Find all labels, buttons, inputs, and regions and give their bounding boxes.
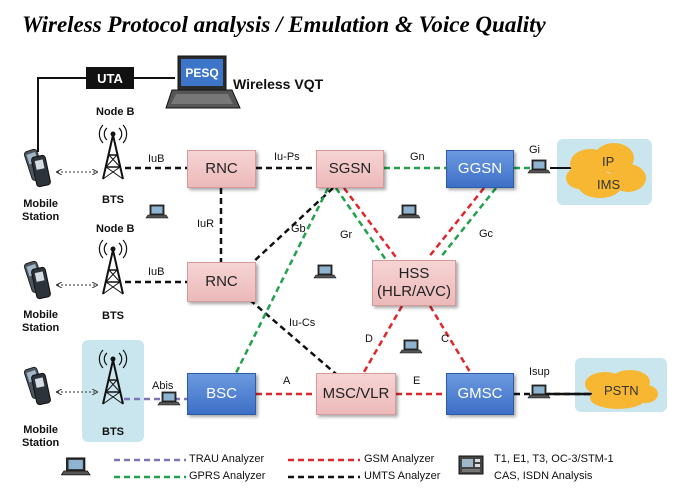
rnc-node-2[interactable]: RNC bbox=[187, 262, 256, 302]
legend-analyzer-device-icon bbox=[458, 455, 484, 475]
analyzer-laptop-icon bbox=[145, 204, 169, 219]
pesq-label: PESQ bbox=[185, 66, 218, 80]
mobile-station-icon bbox=[23, 148, 52, 188]
mobile-station-icon bbox=[23, 260, 52, 300]
hss-node-sublabel: (HLR/AVC) bbox=[377, 283, 451, 300]
interface-label-d: D bbox=[365, 333, 373, 345]
rnc-sgsn-link bbox=[250, 187, 334, 265]
bsc-node[interactable]: BSC bbox=[187, 373, 256, 415]
interface-label-e: E bbox=[413, 375, 421, 387]
legend-laptop-icon bbox=[60, 457, 91, 476]
interface-label-abis: Abis bbox=[152, 380, 174, 392]
pstn-cloud-icon bbox=[585, 370, 658, 409]
interface-label-iucs: Iu-Cs bbox=[289, 317, 316, 329]
sgsn-node-label: SGSN bbox=[328, 160, 372, 177]
legend-umts-text: UMTS Analyzer bbox=[364, 470, 441, 482]
interface-label-gr: Gr bbox=[340, 229, 353, 241]
hss-node[interactable]: HSS (HLR/AVC) bbox=[372, 260, 456, 306]
analyzer-laptop-icon bbox=[313, 264, 337, 279]
hss-node-label: HSS bbox=[398, 265, 430, 282]
gc-link bbox=[439, 187, 497, 259]
wireless-vqt-label: Wireless VQT bbox=[233, 76, 324, 92]
interface-label-gn: Gn bbox=[410, 151, 425, 163]
analyzer-laptop-icon bbox=[527, 159, 551, 174]
ggsn-node-label: GGSN bbox=[457, 160, 503, 177]
bts-label: BTS bbox=[102, 426, 124, 438]
interface-label-gc: Gc bbox=[479, 228, 494, 240]
uta-cable bbox=[37, 77, 86, 152]
gmsc-node[interactable]: GMSC bbox=[446, 373, 514, 415]
rnc-node-2-label: RNC bbox=[205, 273, 238, 290]
bts-tower-icon bbox=[98, 124, 128, 180]
legend-gprs-text: GPRS Analyzer bbox=[189, 470, 266, 482]
bts-tower-icon bbox=[98, 349, 128, 405]
sgsn-node[interactable]: SGSN bbox=[316, 150, 384, 188]
d-link bbox=[362, 305, 404, 373]
legend-cas-text: CAS, ISDN Analysis bbox=[494, 470, 593, 482]
ims-cloud-label: IMS bbox=[597, 177, 621, 192]
legend-gsm-text: GSM Analyzer bbox=[364, 453, 435, 465]
interface-label-iub: IuB bbox=[148, 266, 165, 278]
mobile-station-icon bbox=[23, 366, 52, 406]
interface-label-gb: Gb bbox=[291, 223, 306, 235]
interface-label-isup: Isup bbox=[529, 366, 550, 378]
legend-t1-text: T1, E1, T3, OC-3/STM-1 bbox=[494, 453, 614, 465]
interface-label-a: A bbox=[283, 375, 291, 387]
msc-vlr-node[interactable]: MSC/VLR bbox=[316, 373, 396, 415]
ip-ims-cloud-icon bbox=[566, 143, 646, 198]
interface-label-iub: IuB bbox=[148, 153, 165, 165]
iucs-link bbox=[249, 299, 337, 375]
gb-link bbox=[234, 187, 330, 374]
ip-cloud-label: IP bbox=[602, 154, 615, 169]
rnc-node-1-label: RNC bbox=[205, 160, 238, 177]
analyzer-laptop-icon bbox=[527, 384, 551, 399]
interface-label-iups: Iu-Ps bbox=[274, 151, 300, 163]
interface-label-gi: Gi bbox=[529, 144, 540, 156]
rnc-node-1[interactable]: RNC bbox=[187, 150, 256, 188]
bts-label: BTS bbox=[102, 194, 124, 206]
gmsc-node-label: GMSC bbox=[457, 385, 503, 402]
bsc-node-label: BSC bbox=[206, 385, 237, 402]
ggsn-hss-link bbox=[427, 187, 485, 259]
pesq-laptop-icon bbox=[165, 55, 241, 109]
analyzer-laptop-icon bbox=[399, 339, 423, 354]
sgsn-hss-link bbox=[343, 187, 399, 261]
interface-label-iur: IuR bbox=[197, 218, 215, 230]
gr-link bbox=[334, 187, 388, 261]
uta-box: UTA bbox=[86, 67, 134, 89]
legend-trau-text: TRAU Analyzer bbox=[189, 453, 265, 465]
bts-label: BTS bbox=[102, 310, 124, 322]
node-b-label: Node B bbox=[96, 106, 135, 118]
pstn-cloud-label: PSTN bbox=[604, 383, 639, 398]
bts-tower-icon bbox=[98, 239, 128, 295]
page-title: Wireless Protocol analysis / Emulation &… bbox=[22, 12, 546, 37]
interface-label-c: C bbox=[441, 333, 449, 345]
analyzer-laptop-icon bbox=[397, 204, 421, 219]
c-link bbox=[428, 305, 472, 373]
node-b-label: Node B bbox=[96, 223, 135, 235]
ggsn-node[interactable]: GGSN bbox=[446, 150, 514, 188]
msc-vlr-node-label: MSC/VLR bbox=[322, 385, 390, 402]
